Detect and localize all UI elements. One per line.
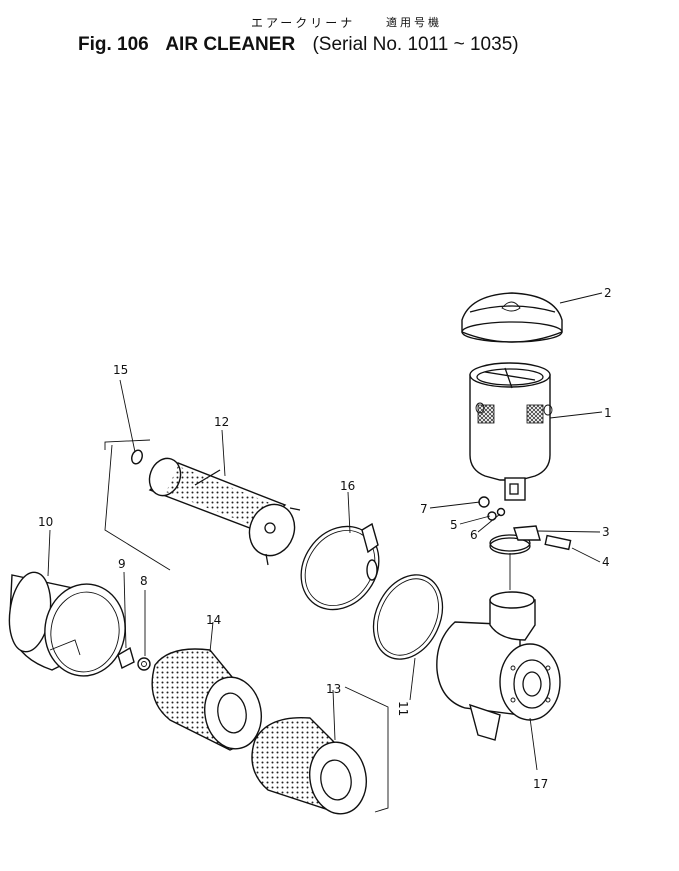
part-14-outer-element	[151, 648, 262, 751]
callout-12: 12	[214, 415, 229, 429]
part-6-bolt	[496, 507, 506, 517]
callout-labels: 1 2 3 4 5 6 7 8 9 10 11 12 13 14 15 16 1…	[38, 286, 612, 791]
callout-1: 1	[604, 406, 612, 420]
title-japanese: エアークリーナ	[251, 16, 356, 30]
callout-2: 2	[604, 286, 612, 300]
callout-6: 6	[470, 528, 478, 542]
serial-japanese: 適用号機	[386, 16, 442, 29]
part-11-o-ring	[372, 574, 444, 660]
part-9-wing-nut	[117, 646, 135, 669]
callout-16: 16	[340, 479, 355, 493]
part-8-washer	[137, 657, 151, 671]
callout-11: 11	[396, 701, 410, 716]
figure-name: AIR CLEANER	[165, 34, 296, 55]
part-16-band-clamp	[300, 522, 380, 611]
callout-3: 3	[602, 525, 610, 539]
part-1-body	[469, 362, 553, 501]
callout-14: 14	[206, 613, 221, 627]
part-10-cover	[8, 571, 126, 677]
serial-range: (Serial No. 1011 ~ 1035)	[312, 34, 519, 55]
part-3-clamp	[489, 525, 541, 555]
part-2-cap	[461, 292, 563, 343]
callout-9: 9	[118, 557, 126, 571]
title-block: エアークリーナ 適用号機 Fig. 106 AIR CLEANER (Seria…	[78, 12, 558, 62]
callout-15: 15	[113, 363, 128, 377]
figure-number: Fig. 106	[78, 34, 149, 55]
leader-lines	[47, 292, 603, 813]
part-15-small-ring	[131, 449, 143, 465]
callout-7: 7	[420, 502, 428, 516]
callout-4: 4	[602, 555, 610, 569]
callout-13: 13	[326, 682, 341, 696]
callout-5: 5	[450, 518, 458, 532]
callout-17: 17	[533, 777, 548, 791]
callout-10: 10	[38, 515, 53, 529]
part-12-safety-element	[148, 457, 301, 566]
part-4-bolt	[509, 534, 572, 590]
part-17-housing	[436, 591, 561, 741]
callout-8: 8	[140, 574, 148, 588]
figure-title: Fig. 106 AIR CLEANER (Serial No. 1011 ~ …	[78, 34, 531, 56]
part-7-nut	[478, 496, 490, 508]
part-13-inner-element	[251, 716, 367, 815]
